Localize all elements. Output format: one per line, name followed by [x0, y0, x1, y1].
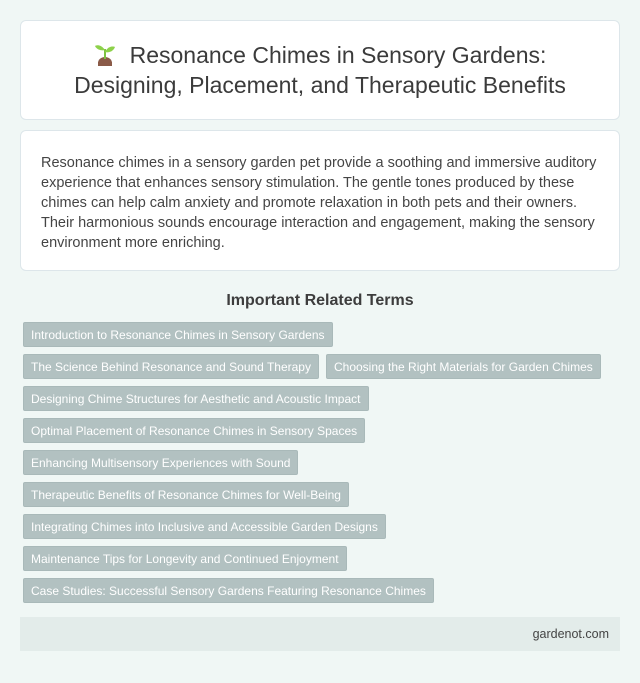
site-name[interactable]: gardenot.com	[532, 627, 609, 641]
summary-text: Resonance chimes in a sensory garden pet…	[41, 155, 597, 251]
sprout-icon	[94, 45, 115, 66]
title-text: Resonance Chimes in Sensory Gardens: Des…	[74, 42, 566, 98]
page-title: Resonance Chimes in Sensory Gardens: Des…	[51, 40, 589, 100]
page: Resonance Chimes in Sensory Gardens: Des…	[20, 20, 620, 651]
related-term-tag[interactable]: Choosing the Right Materials for Garden …	[325, 354, 601, 379]
footer: gardenot.com	[20, 617, 620, 651]
related-term-tag[interactable]: The Science Behind Resonance and Sound T…	[23, 354, 319, 379]
related-term-tag[interactable]: Case Studies: Successful Sensory Gardens…	[23, 578, 434, 603]
related-term-tag[interactable]: Maintenance Tips for Longevity and Conti…	[23, 546, 347, 571]
related-term-tag[interactable]: Enhancing Multisensory Experiences with …	[23, 450, 299, 475]
related-term-tag[interactable]: Optimal Placement of Resonance Chimes in…	[23, 418, 366, 443]
related-term-tag[interactable]: Integrating Chimes into Inclusive and Ac…	[23, 514, 386, 539]
related-term-tag[interactable]: Introduction to Resonance Chimes in Sens…	[23, 322, 333, 347]
related-term-tag[interactable]: Designing Chime Structures for Aesthetic…	[23, 386, 369, 411]
related-terms-heading: Important Related Terms	[226, 292, 414, 309]
title-card: Resonance Chimes in Sensory Gardens: Des…	[20, 20, 620, 120]
related-term-tag[interactable]: Therapeutic Benefits of Resonance Chimes…	[23, 482, 349, 507]
summary-card: Resonance chimes in a sensory garden pet…	[20, 130, 620, 271]
related-terms-list: Introduction to Resonance Chimes in Sens…	[20, 322, 620, 603]
